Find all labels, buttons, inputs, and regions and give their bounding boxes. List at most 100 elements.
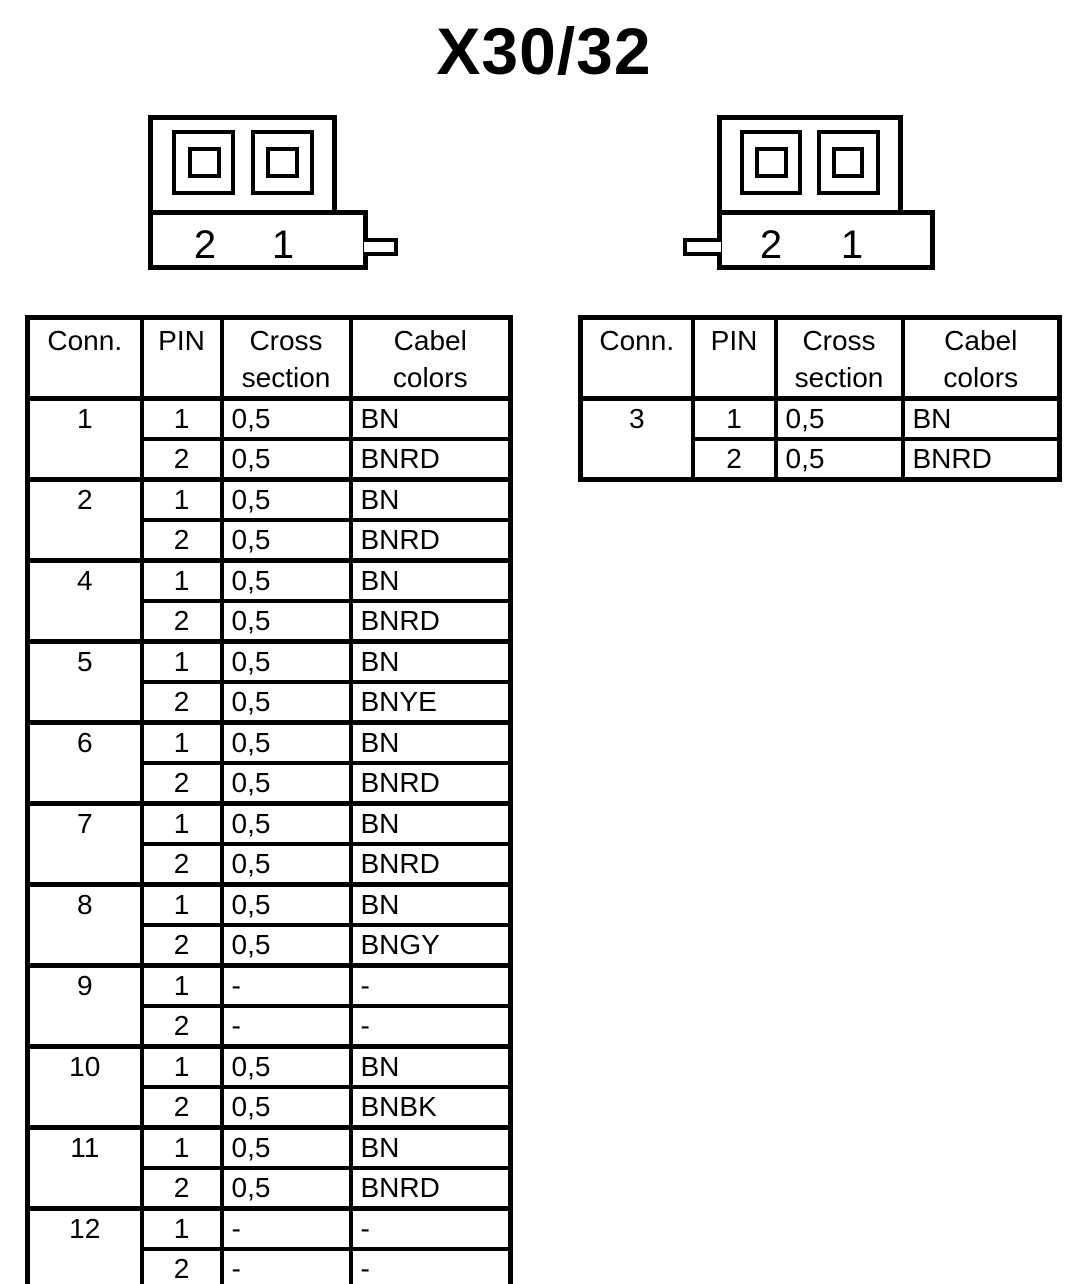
cabel-color-cell: BN: [900, 396, 1062, 441]
pin-cell: 2: [139, 518, 224, 563]
cross-section-cell: 0,5: [773, 437, 905, 482]
pin-cell: 2: [139, 680, 224, 725]
conn-cell: 2: [25, 477, 144, 563]
cabel-color-cell: -: [348, 1206, 513, 1251]
pin-cell: 1: [690, 396, 778, 441]
pin-cell: 2: [139, 842, 224, 887]
column-header: Cabel colors: [348, 315, 513, 401]
cross-section-cell: 0,5: [219, 1166, 353, 1211]
cross-section-cell: 0,5: [219, 882, 353, 927]
cabel-color-cell: -: [348, 1247, 513, 1284]
cross-section-cell: 0,5: [219, 437, 353, 482]
cabel-color-cell: BNRD: [348, 761, 513, 806]
pin-slot-inner: [832, 147, 864, 178]
conn-cell: 8: [25, 882, 144, 968]
cabel-color-cell: BNRD: [348, 518, 513, 563]
cross-section-cell: 0,5: [219, 923, 353, 968]
cross-section-cell: 0,5: [219, 1125, 353, 1170]
cabel-color-cell: BN: [348, 720, 513, 765]
cross-section-cell: 0,5: [219, 801, 353, 846]
pin-cell: 1: [139, 558, 224, 603]
pin-cell: 1: [139, 882, 224, 927]
cabel-color-cell: BN: [348, 801, 513, 846]
cabel-color-cell: BN: [348, 1044, 513, 1089]
cross-section-cell: 0,5: [219, 1085, 353, 1130]
pin-cell: 1: [139, 801, 224, 846]
cross-section-cell: 0,5: [773, 396, 905, 441]
pin-cell: 1: [139, 963, 224, 1008]
cross-section-cell: 0,5: [219, 1044, 353, 1089]
connector-housing-bottom: [717, 210, 935, 270]
cabel-color-cell: BN: [348, 882, 513, 927]
column-header: Cross section: [219, 315, 353, 401]
cross-section-cell: 0,5: [219, 477, 353, 522]
column-header: Conn.: [578, 315, 695, 401]
pin-cell: 1: [139, 1206, 224, 1251]
cabel-color-cell: BN: [348, 1125, 513, 1170]
pin-cell: 2: [139, 761, 224, 806]
pin-slot-inner: [755, 147, 788, 178]
pin-slot-inner: [188, 147, 221, 178]
pin-cell: 2: [139, 1085, 224, 1130]
cabel-color-cell: BNRD: [900, 437, 1062, 482]
pin-slot-inner: [266, 147, 299, 178]
cabel-color-cell: BNRD: [348, 1166, 513, 1211]
cross-section-cell: 0,5: [219, 396, 353, 441]
cross-section-cell: 0,5: [219, 720, 353, 765]
cross-section-cell: -: [219, 963, 353, 1008]
cross-section-cell: -: [219, 1206, 353, 1251]
cabel-color-cell: BN: [348, 558, 513, 603]
conn-cell: 5: [25, 639, 144, 725]
conn-cell: 1: [25, 396, 144, 482]
table-row: 2--: [28, 1004, 513, 1049]
cross-section-cell: 0,5: [219, 680, 353, 725]
pin-cell: 2: [139, 1166, 224, 1211]
pin-cell: 1: [139, 1044, 224, 1089]
cabel-color-cell: BN: [348, 477, 513, 522]
cross-section-cell: 0,5: [219, 639, 353, 684]
cross-section-cell: 0,5: [219, 842, 353, 887]
cabel-color-cell: BNRD: [348, 599, 513, 644]
cabel-color-cell: BN: [348, 396, 513, 441]
cabel-color-cell: BNRD: [348, 437, 513, 482]
column-header: Cross section: [773, 315, 905, 401]
cross-section-cell: -: [219, 1004, 353, 1049]
pin-number-label: 2: [759, 223, 783, 267]
cross-section-cell: 0,5: [219, 558, 353, 603]
pin-slot-outer: [817, 130, 880, 195]
pin-cell: 2: [139, 1247, 224, 1284]
pin-cell: 1: [139, 477, 224, 522]
column-header: PIN: [690, 315, 778, 401]
cross-section-cell: 0,5: [219, 518, 353, 563]
pin-cell: 2: [139, 437, 224, 482]
pin-slot-outer: [740, 130, 802, 195]
column-header: Cabel colors: [900, 315, 1062, 401]
pin-number-label: 2: [193, 223, 217, 267]
cabel-color-cell: BN: [348, 639, 513, 684]
pin-cell: 2: [139, 599, 224, 644]
pin-cell: 1: [139, 720, 224, 765]
conn-cell: 12: [25, 1206, 144, 1284]
cabel-color-cell: BNBK: [348, 1085, 513, 1130]
conn-cell: 11: [25, 1125, 144, 1211]
